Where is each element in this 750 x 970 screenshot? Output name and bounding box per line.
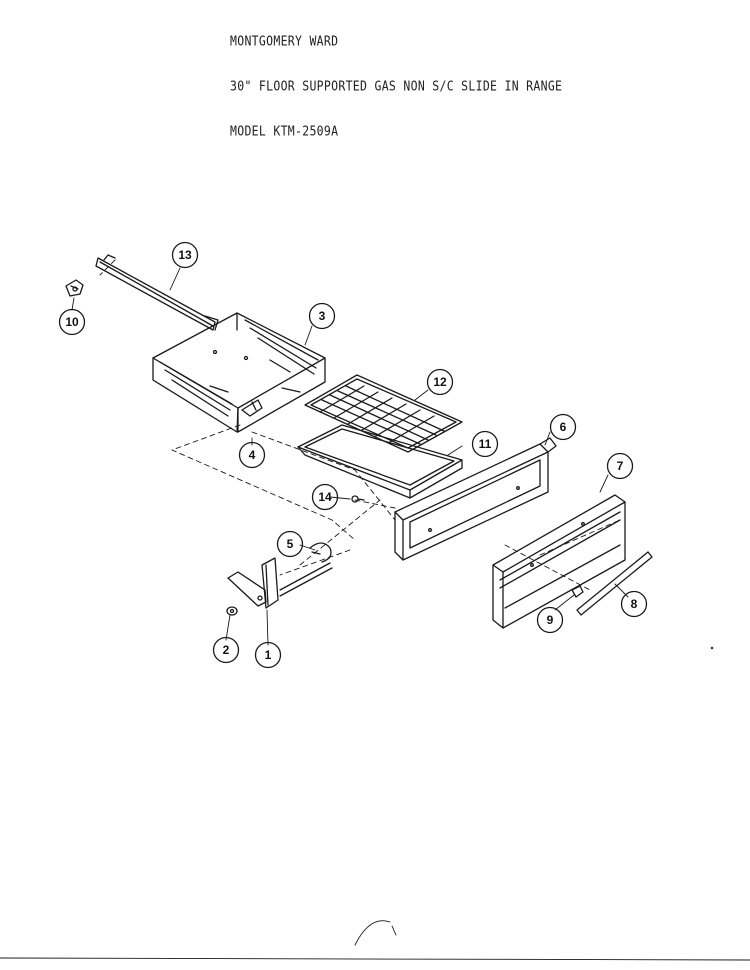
callout-4-label: 4 [249,448,256,462]
callout-9-circle [536,606,564,634]
part-2-nut [226,606,238,616]
assembly-lines [99,259,621,591]
callout-9-label: 9 [547,613,554,627]
callout-14: 14 [311,483,339,511]
callout-13-label: 13 [178,248,192,262]
callout-4: 4 [238,441,266,469]
callout-11-label: 11 [479,437,492,451]
callout-12-label: 12 [433,375,447,389]
callout-2-circle [212,636,240,664]
part-9-clip [571,585,584,598]
callout-1: 1 [254,641,282,669]
callout-2-label: 2 [223,643,230,657]
part-12-grid [304,374,463,453]
callout-14-circle [311,483,339,511]
callout-12: 12 [426,368,454,396]
diagram-header: MONTGOMERY WARD 30" FLOOR SUPPORTED GAS … [230,3,562,153]
callout-4-circle [238,441,266,469]
leader-lines [71,267,629,646]
part-10-clip [65,279,84,297]
callout-10-label: 10 [65,315,79,329]
part-8-trim [576,551,653,616]
callout-14-label: 14 [318,490,332,504]
header-model: MODEL KTM-2509A [230,123,339,140]
callout-2: 2 [212,636,240,664]
callout-13: 13 [171,241,199,269]
callout-8-label: 8 [631,597,638,611]
part-5-spring [309,542,332,563]
callout-7-circle [606,452,634,480]
callout-7-label: 7 [617,459,624,473]
callout-5: 5 [276,530,304,558]
part-7-drawer-panel [492,494,626,629]
callout-5-circle [276,530,304,558]
callout-3: 3 [308,302,336,330]
header-description: 30" FLOOR SUPPORTED GAS NON S/C SLIDE IN… [230,78,563,95]
callout-7: 7 [606,452,634,480]
callout-10-circle [58,308,86,336]
callout-12-circle [426,368,454,396]
callout-6-circle [549,413,577,441]
part-6-drawer-front [394,437,557,561]
callout-6: 6 [549,413,577,441]
header-brand: MONTGOMERY WARD [230,33,339,50]
part-1-hinge [227,557,333,609]
callout-5-label: 5 [287,537,294,551]
callout-1-circle [254,641,282,669]
callout-3-circle [308,302,336,330]
callout-8-circle [620,590,648,618]
callout-9: 9 [536,606,564,634]
callout-6-label: 6 [560,420,567,434]
callout-10: 10 [58,308,86,336]
part-13-rail [95,254,219,331]
callout-13-circle [171,241,199,269]
callout-11: 11 [471,430,499,458]
part-11-liner [297,424,463,499]
callout-8: 8 [620,590,648,618]
callout-3-label: 3 [319,309,326,323]
callout-1-label: 1 [265,648,272,662]
part-14-screw [351,495,365,503]
part-3-broiler-pan [152,312,326,433]
callout-11-circle [471,430,499,458]
part-4-bracket [241,399,263,417]
page-marks [0,646,750,961]
